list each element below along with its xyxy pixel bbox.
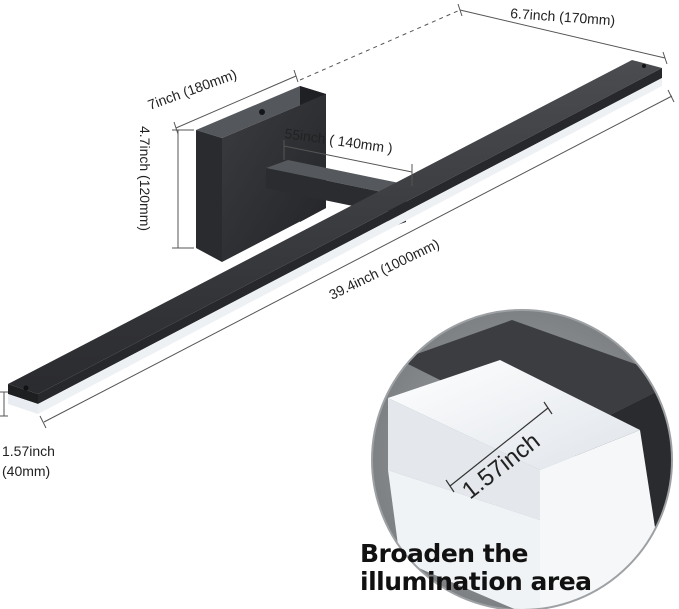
light-bar-side <box>38 68 662 404</box>
wall-plate-front <box>196 130 222 262</box>
arm-top <box>266 160 404 192</box>
light-fixture <box>8 60 662 414</box>
zoom-diffuser-bottom <box>388 470 540 609</box>
caption-line-2: illumination area <box>360 567 592 596</box>
caption: Broaden the illumination area <box>360 540 660 596</box>
light-bar-top <box>8 60 662 394</box>
light-bar-diffuser <box>8 394 38 414</box>
zoom-diffuser-front <box>388 398 540 520</box>
label-plate-width: 7inch (180mm) <box>146 66 239 113</box>
label-bar-thickness-in: 1.57inch <box>2 443 55 459</box>
zoom-diffuser-top <box>388 360 640 470</box>
light-bar-screw-end <box>642 64 646 68</box>
dimension-lines <box>0 3 675 429</box>
light-bar-screw <box>23 385 29 391</box>
zoom-dimension-line <box>445 401 553 493</box>
label-plate-height: 4.7inch (120mm) <box>137 126 153 231</box>
arm-front <box>266 168 382 212</box>
caption-line-1: Broaden the <box>360 539 529 568</box>
wall-plate-screw <box>259 109 265 115</box>
zoom-detail: 1.57inch <box>371 309 673 609</box>
light-bar-diffuser-long <box>38 78 662 414</box>
light-bar-front <box>8 384 38 404</box>
label-bar-thickness-mm: (40mm) <box>2 463 50 479</box>
label-depth-arm: 6.7inch (170mm) <box>510 5 616 28</box>
